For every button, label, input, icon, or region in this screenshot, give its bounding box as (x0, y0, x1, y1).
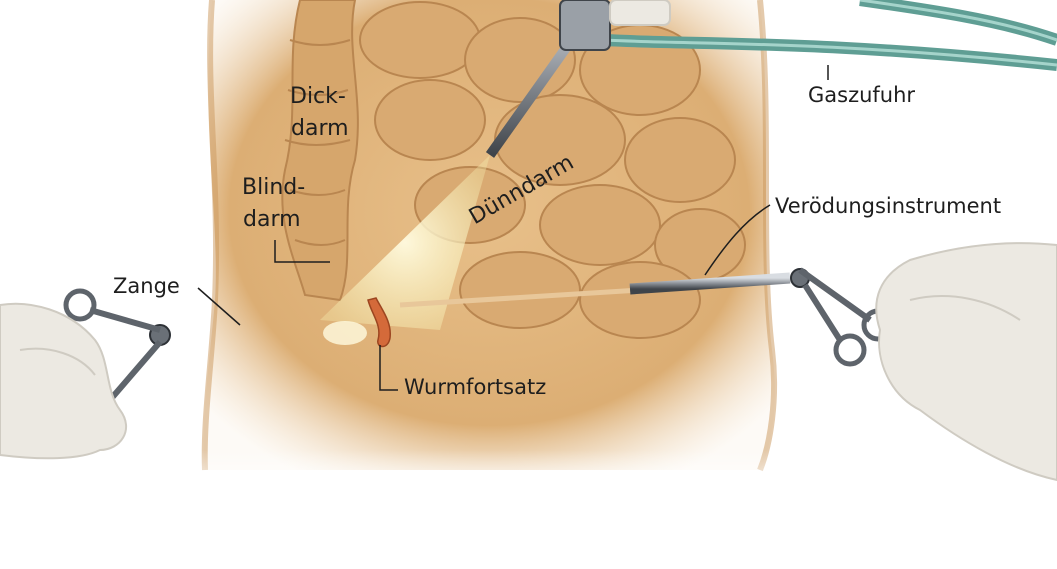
label-zange: Zange (113, 276, 180, 297)
label-gaszufuhr: Gaszufuhr (808, 85, 915, 106)
left-gloved-hand (0, 304, 126, 459)
label-dickdarm-line1: Dick- (290, 86, 346, 108)
large-intestine (282, 0, 358, 300)
label-dickdarm-line2: darm (291, 118, 349, 140)
label-wurmfortsatz: Wurmfortsatz (404, 377, 546, 398)
label-blinddarm-line1: Blind- (242, 177, 305, 199)
label-blinddarm-line2: darm (243, 209, 301, 231)
label-veroedungsinstrument: Verödungsinstrument (775, 196, 1001, 217)
right-gloved-hand (876, 243, 1057, 480)
